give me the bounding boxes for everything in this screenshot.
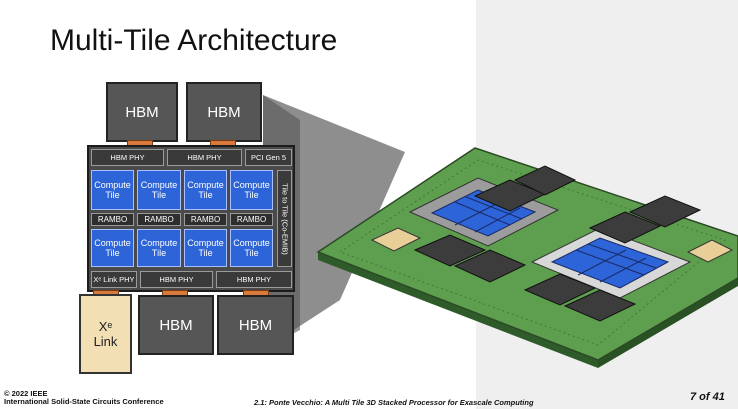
- xe-link-label-1: Xᵉ: [98, 319, 113, 334]
- tile-to-tile-label: Tile to Tile (Co-EMIB): [280, 182, 289, 255]
- hbm-stack-3d: [588, 211, 662, 244]
- xe-link-label-2: Link: [93, 334, 118, 349]
- paper-title: 2.1: Ponte Vecchio: A Multi Tile 3D Stac…: [254, 398, 534, 407]
- conference-name: International Solid-State Circuits Confe…: [4, 397, 164, 406]
- tile-grid-line: [474, 207, 521, 233]
- rambo-cache: RAMBO: [230, 213, 273, 226]
- package-board: [316, 147, 738, 361]
- hbm-stack-3d: [453, 249, 527, 283]
- slide-title: Multi-Tile Architecture: [50, 24, 338, 57]
- compute-tile: Compute Tile: [137, 170, 181, 210]
- hbm-stack-3d: [413, 234, 487, 267]
- xe-link-tile: Xᵉ Link: [79, 294, 132, 374]
- hbm-phy-top-1: HBM PHY: [91, 149, 164, 166]
- hbm-bottom-1: HBM: [138, 295, 214, 355]
- hbm-stack-3d: [513, 165, 577, 196]
- footer-copyright-block: © 2022 IEEE International Solid-State Ci…: [4, 390, 164, 406]
- hbm-stack-3d: [628, 195, 702, 228]
- board-edge: [318, 252, 598, 368]
- hbm-top-2: HBM: [186, 82, 262, 142]
- hbm-stack-3d: [563, 289, 637, 322]
- page-number: 7 of 41: [690, 391, 725, 403]
- compute-tile: Compute Tile: [230, 170, 273, 210]
- compute-tile: Compute Tile: [137, 229, 181, 267]
- board-trace: [338, 159, 727, 346]
- tile-grid-line: [587, 243, 657, 269]
- hbm-phy-bottom-1: HBM PHY: [140, 271, 213, 288]
- tile-grid-line: [577, 249, 627, 276]
- xe-link-3d: [370, 227, 422, 252]
- hbm-top-1: HBM: [106, 82, 178, 142]
- board-edge-right: [598, 278, 738, 368]
- tile-grid-line: [599, 257, 647, 283]
- copyright: © 2022 IEEE: [4, 389, 48, 398]
- xe-link-phy: Xᵉ Link PHY: [91, 271, 137, 288]
- tile-grid-line: [465, 196, 523, 220]
- compute-tile: Compute Tile: [91, 170, 134, 210]
- compute-tile: Compute Tile: [230, 229, 273, 267]
- tile-grid-line: [575, 249, 645, 276]
- rambo-cache: RAMBO: [91, 213, 134, 226]
- xe-link-3d: [686, 239, 734, 263]
- rambo-cache: RAMBO: [137, 213, 181, 226]
- compute-tile: Compute Tile: [91, 229, 134, 267]
- hbm-phy-bottom-2: HBM PHY: [216, 271, 292, 288]
- pci-gen5: PCI Gen 5: [245, 149, 292, 166]
- tile-grid-line: [454, 201, 511, 226]
- hbm-phy-top-2: HBM PHY: [167, 149, 242, 166]
- hbm-bottom-2: HBM: [217, 295, 294, 355]
- hbm-stack-3d: [523, 273, 597, 306]
- tile-to-tile-bar: Tile to Tile (Co-EMIB): [277, 170, 292, 267]
- compute-tile: Compute Tile: [184, 229, 227, 267]
- tile-grid-line: [454, 201, 501, 226]
- compute-tile: Compute Tile: [184, 170, 227, 210]
- rambo-cache: RAMBO: [184, 213, 227, 226]
